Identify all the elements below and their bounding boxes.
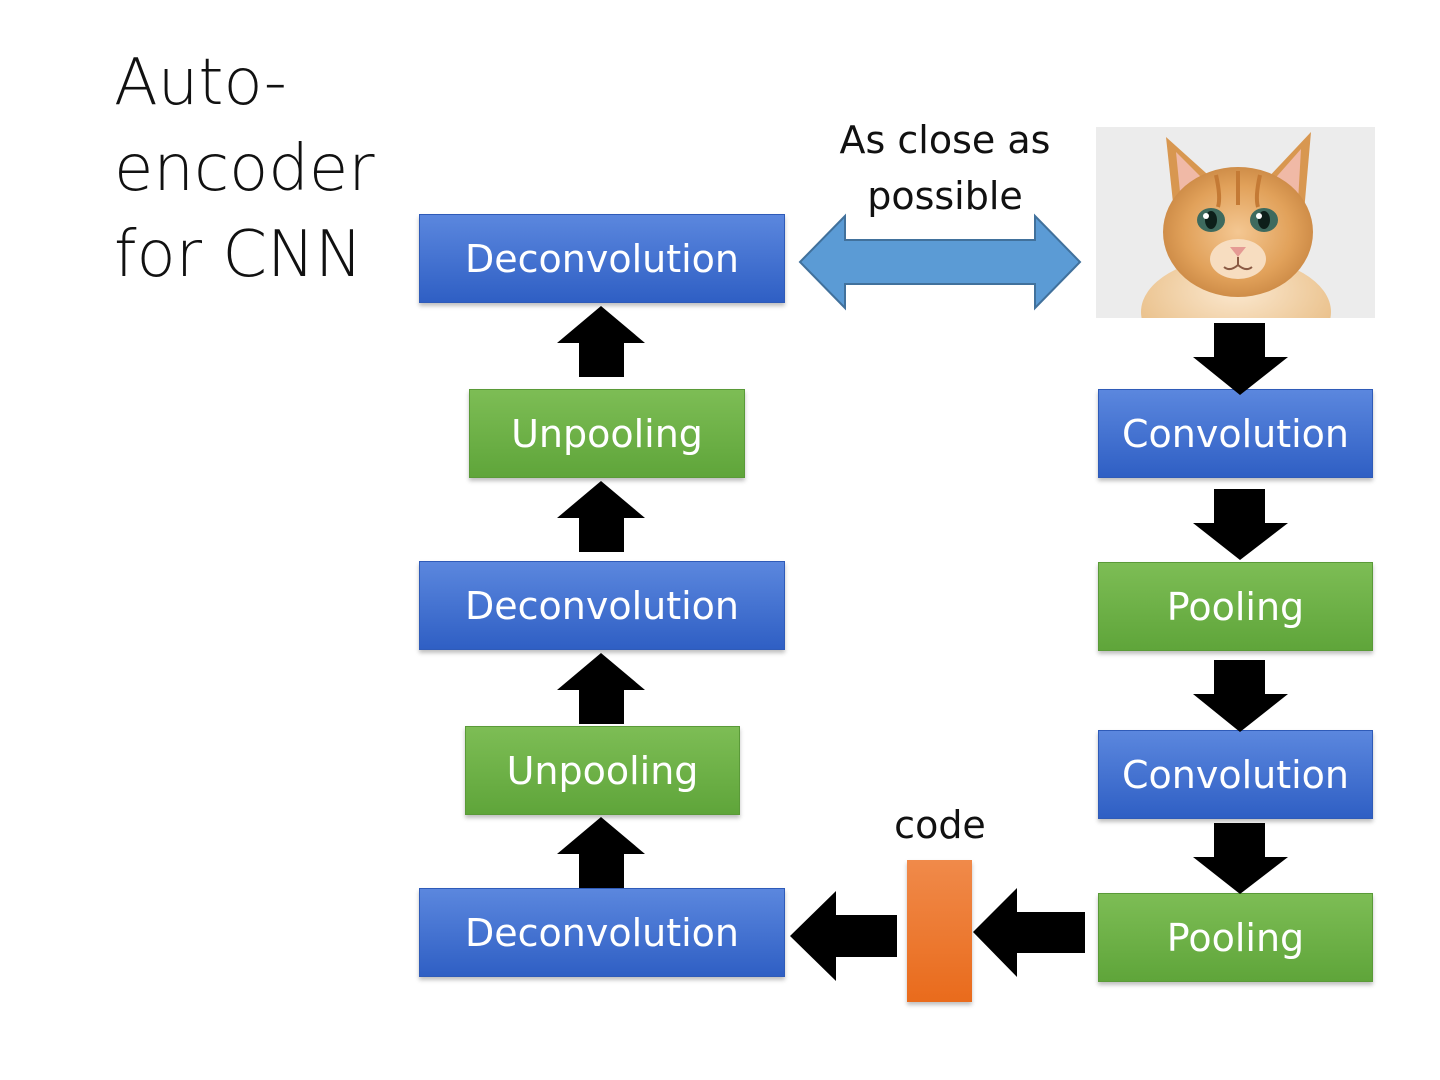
pooling-box-1: Pooling xyxy=(1098,562,1373,651)
up-arrow-2 xyxy=(557,481,645,552)
slide-title: Auto- encoder for CNN xyxy=(114,40,375,298)
double-headed-arrow xyxy=(798,213,1082,311)
unpooling-box-top: Unpooling xyxy=(469,389,745,478)
annotation-line-2: possible xyxy=(867,174,1023,218)
unpooling-box-bottom: Unpooling xyxy=(465,726,740,815)
convolution-box-1: Convolution xyxy=(1098,389,1373,478)
deconvolution-box-bottom: Deconvolution xyxy=(419,888,785,977)
down-arrow-4 xyxy=(1193,823,1288,894)
title-line-1: Auto- xyxy=(114,46,287,120)
annotation-label: As close as possible xyxy=(830,112,1060,224)
up-arrow-3 xyxy=(557,653,645,724)
down-arrow-3 xyxy=(1193,660,1288,732)
pooling-box-2: Pooling xyxy=(1098,893,1373,982)
code-label: code xyxy=(894,803,986,847)
left-arrow-to-decoder xyxy=(790,891,897,981)
annotation-line-1: As close as xyxy=(839,118,1051,162)
up-arrow-1 xyxy=(557,306,645,377)
code-bar xyxy=(907,860,972,1002)
down-arrow-2 xyxy=(1193,489,1288,560)
title-line-2: encoder xyxy=(114,132,375,206)
left-arrow-to-code xyxy=(973,888,1085,977)
kitten-image xyxy=(1096,127,1375,318)
up-arrow-4 xyxy=(557,817,645,888)
deconvolution-box-top: Deconvolution xyxy=(419,214,785,303)
title-line-3: for CNN xyxy=(114,218,363,292)
down-arrow-1 xyxy=(1193,323,1288,395)
deconvolution-box-middle: Deconvolution xyxy=(419,561,785,650)
convolution-box-2: Convolution xyxy=(1098,730,1373,819)
